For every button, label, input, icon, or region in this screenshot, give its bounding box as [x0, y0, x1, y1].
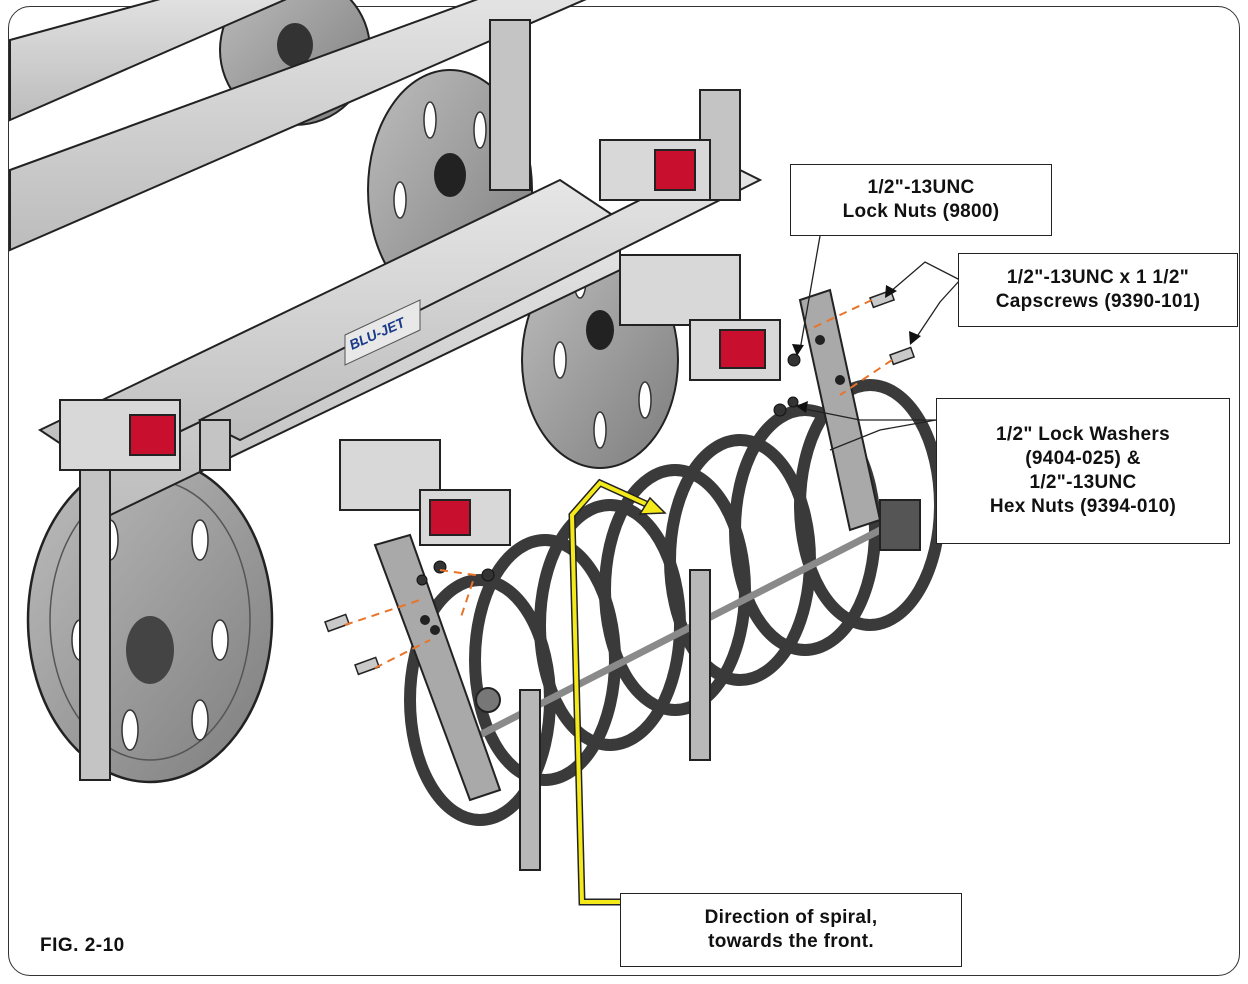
right-mounting-arm	[798, 288, 921, 551]
callout-spiral-line1: Direction of spiral,	[704, 907, 878, 928]
callout-washers-line3: 1/2"-13UNC	[1029, 472, 1137, 493]
callout-lock-nuts-line1: 1/2"-13UNC	[867, 177, 975, 198]
left-mounting-arm	[373, 533, 502, 802]
basket-support-bars	[519, 569, 711, 871]
callout-leader-lines	[799, 235, 961, 451]
hardware-nuts-washers	[416, 353, 801, 586]
left-gauge-wheel	[26, 456, 274, 784]
callout-capscrews-line1: 1/2"-13UNC x 1 1/2"	[1006, 267, 1190, 288]
callout-washers-hex-nuts: 1/2" Lock Washers (9404-025) & 1/2"-13UN…	[936, 398, 1230, 544]
figure-frame	[8, 6, 1240, 976]
callout-spiral-direction: Direction of spiral, towards the front.	[620, 893, 962, 967]
callout-capscrews-line2: Capscrews (9390-101)	[995, 291, 1201, 312]
callout-washers-line1: 1/2" Lock Washers	[996, 424, 1170, 445]
spiral-direction-arrowhead	[638, 496, 667, 515]
callout-lock-nuts-line2: Lock Nuts (9800)	[842, 201, 1000, 222]
callout-capscrews: 1/2"-13UNC x 1 1/2" Capscrews (9390-101)	[958, 253, 1238, 327]
callout-washers-line2: (9404-025) &	[1025, 448, 1141, 469]
reflector-mounts	[59, 139, 781, 546]
callout-spiral-line2: towards the front.	[708, 931, 874, 952]
callout-washers-line4: Hex Nuts (9394-010)	[989, 496, 1177, 517]
spiral-direction-indicator	[568, 478, 667, 906]
install-guide-lines	[344, 299, 893, 669]
callout-arrowheads	[792, 285, 921, 413]
callout-lock-nuts: 1/2"-13UNC Lock Nuts (9800)	[790, 164, 1052, 236]
figure-label: FIG. 2-10	[40, 935, 125, 956]
spiral-center-shaft	[468, 516, 902, 744]
